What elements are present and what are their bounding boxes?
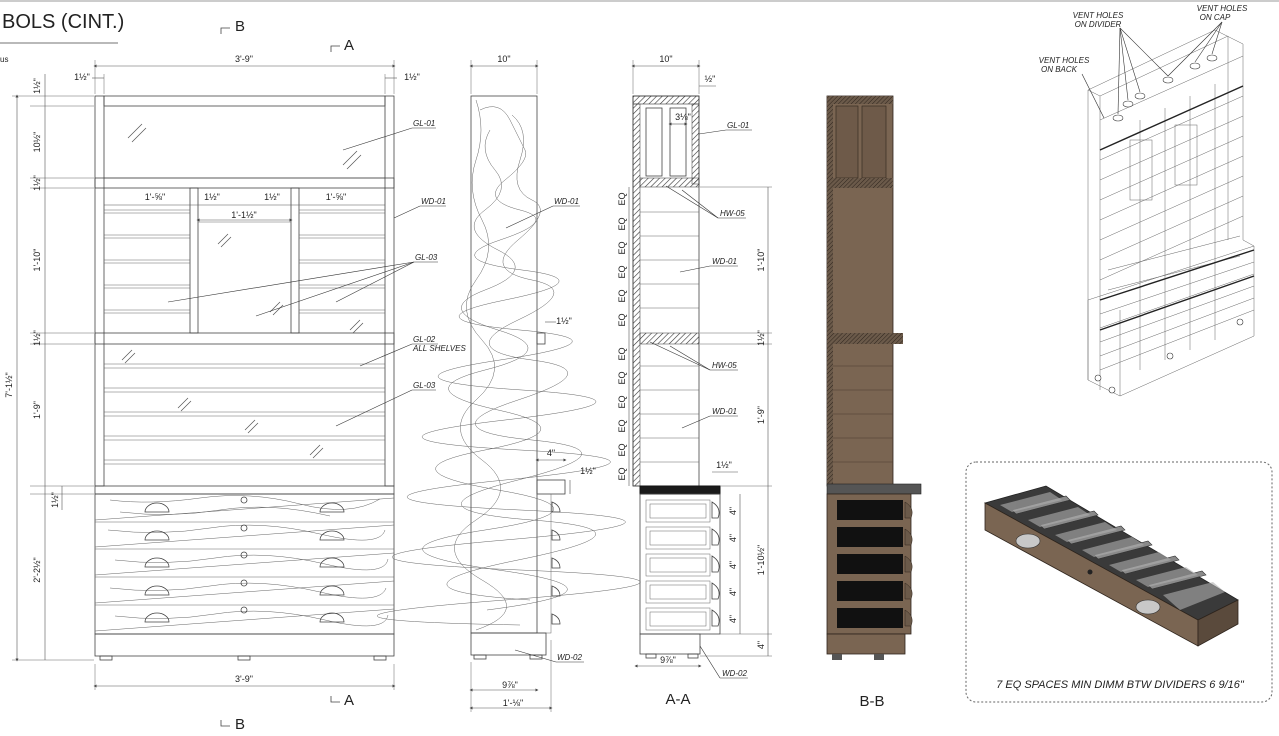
svg-text:4": 4" <box>728 507 738 515</box>
svg-text:4": 4" <box>728 561 738 569</box>
svg-text:1½": 1½" <box>264 192 280 202</box>
svg-text:A: A <box>344 37 354 54</box>
svg-text:10½": 10½" <box>32 132 42 153</box>
svg-text:1'-⅝": 1'-⅝" <box>326 192 346 202</box>
svg-text:1'-10½": 1'-10½" <box>756 545 766 575</box>
svg-text:EQ: EQ <box>617 313 627 326</box>
svg-text:1½": 1½" <box>204 192 220 202</box>
svg-text:10": 10" <box>497 54 510 64</box>
svg-text:1½": 1½" <box>580 466 596 476</box>
side-dimensions: 10" 1½" 4" 1½" 9⅞" 1'-⅛" <box>469 54 596 712</box>
svg-text:3'-9": 3'-9" <box>235 54 253 64</box>
section-aa-dimensions: 10" ½" 3⅛" 1'-10" 1½" 1'-9" 1'-10½" 4" 1… <box>631 54 772 668</box>
svg-text:1½": 1½" <box>556 316 572 326</box>
side-tags: WD-01 WD-02 <box>505 197 584 663</box>
front-dimensions: 3'-9" 1½" 1½" 1½" 10½" 1½" 1'-10" 1½" 1'… <box>4 54 420 690</box>
section-mark-a-top: A <box>330 37 354 54</box>
svg-text:EQ: EQ <box>617 371 627 384</box>
svg-text:4": 4" <box>547 448 555 458</box>
svg-text:10": 10" <box>659 54 672 64</box>
section-aa-title: A-A <box>665 691 690 708</box>
svg-text:EQ: EQ <box>617 241 627 254</box>
svg-text:3⅛": 3⅛" <box>675 112 691 122</box>
svg-text:WD-01: WD-01 <box>554 197 579 206</box>
svg-text:4": 4" <box>728 588 738 596</box>
svg-text:1½": 1½" <box>32 78 42 94</box>
svg-text:HW-05: HW-05 <box>720 209 745 218</box>
svg-text:½": ½" <box>705 74 716 84</box>
svg-text:1½": 1½" <box>74 72 90 82</box>
svg-text:EQ: EQ <box>617 217 627 230</box>
svg-text:1½": 1½" <box>32 175 42 191</box>
svg-text:B: B <box>235 716 245 733</box>
front-elevation <box>94 95 395 661</box>
svg-text:1'-9": 1'-9" <box>756 406 766 424</box>
svg-text:EQ: EQ <box>617 265 627 278</box>
svg-text:WD-01: WD-01 <box>712 407 737 416</box>
detail-note: 7 EQ SPACES MIN DIMM BTW DIVIDERS 6 9/16… <box>996 679 1245 691</box>
svg-text:GL-03: GL-03 <box>413 381 436 390</box>
svg-text:ON BACK: ON BACK <box>1041 65 1078 74</box>
svg-text:1'-1½": 1'-1½" <box>231 210 256 220</box>
svg-text:1½": 1½" <box>716 460 732 470</box>
isometric-view <box>1081 21 1255 397</box>
svg-text:1'-10": 1'-10" <box>756 249 766 272</box>
section-mark-b-bottom: B <box>220 716 245 733</box>
section-mark-b-top: B <box>220 18 245 35</box>
svg-text:A: A <box>344 692 354 709</box>
svg-text:1'-⅛": 1'-⅛" <box>503 698 523 708</box>
svg-text:GL-01: GL-01 <box>727 121 749 130</box>
svg-text:7'-1½": 7'-1½" <box>4 372 14 397</box>
svg-text:GL-03: GL-03 <box>415 253 438 262</box>
svg-text:9⅞": 9⅞" <box>660 655 676 665</box>
section-aa-tags: GL-01 HW-05 WD-01 HW-05 WD-01 WD-02 <box>649 121 752 679</box>
section-bb-title: B-B <box>859 693 884 710</box>
svg-text:4": 4" <box>756 641 766 649</box>
svg-text:EQ: EQ <box>617 443 627 456</box>
svg-text:1½": 1½" <box>50 492 60 508</box>
svg-text:3'-9": 3'-9" <box>235 674 253 684</box>
svg-text:1'-10": 1'-10" <box>32 249 42 272</box>
isometric-tags: VENT HOLES ON DIVIDER VENT HOLES ON CAP … <box>1039 4 1248 74</box>
side-elevation <box>377 95 641 660</box>
svg-text:4": 4" <box>728 615 738 623</box>
svg-text:1½": 1½" <box>404 72 420 82</box>
svg-text:HW-05: HW-05 <box>712 361 737 370</box>
sheet-title: BOLS (CINT.) <box>2 11 124 33</box>
svg-text:EQ: EQ <box>617 347 627 360</box>
svg-text:EQ: EQ <box>617 419 627 432</box>
svg-text:1½": 1½" <box>32 330 42 346</box>
svg-text:VENT HOLES: VENT HOLES <box>1073 11 1124 20</box>
svg-text:ALL SHELVES: ALL SHELVES <box>412 344 466 353</box>
svg-text:GL-01: GL-01 <box>413 119 435 128</box>
svg-text:9⅞": 9⅞" <box>502 680 518 690</box>
svg-text:EQ: EQ <box>617 192 627 205</box>
svg-text:EQ: EQ <box>617 395 627 408</box>
section-bb <box>826 95 922 660</box>
svg-text:VENT HOLES: VENT HOLES <box>1197 4 1248 13</box>
svg-text:EQ: EQ <box>617 289 627 302</box>
svg-text:4": 4" <box>728 534 738 542</box>
svg-text:WD-02: WD-02 <box>722 669 747 678</box>
svg-text:1½": 1½" <box>756 330 766 346</box>
sheet-title-sub: us <box>0 55 8 64</box>
svg-text:B: B <box>235 18 245 35</box>
front-tags: GL-01 WD-01 GL-03 GL-02 ALL SHELVES GL-0… <box>167 119 466 427</box>
svg-text:GL-02: GL-02 <box>413 335 436 344</box>
svg-text:WD-02: WD-02 <box>557 653 582 662</box>
svg-text:1'-⅝": 1'-⅝" <box>145 192 165 202</box>
svg-text:ON DIVIDER: ON DIVIDER <box>1075 20 1122 29</box>
svg-text:WD-01: WD-01 <box>421 197 446 206</box>
svg-text:EQ: EQ <box>617 467 627 480</box>
svg-text:1'-9": 1'-9" <box>32 401 42 419</box>
svg-text:WD-01: WD-01 <box>712 257 737 266</box>
drawer-detail: 7 EQ SPACES MIN DIMM BTW DIVIDERS 6 9/16… <box>965 461 1273 703</box>
section-aa: EQ EQ EQ EQ EQ EQ EQ EQ EQ EQ EQ EQ <box>617 95 721 659</box>
svg-text:ON CAP: ON CAP <box>1200 13 1231 22</box>
svg-text:2'-2½": 2'-2½" <box>32 557 42 582</box>
section-mark-a-bottom: A <box>330 692 354 709</box>
svg-text:VENT HOLES: VENT HOLES <box>1039 56 1090 65</box>
